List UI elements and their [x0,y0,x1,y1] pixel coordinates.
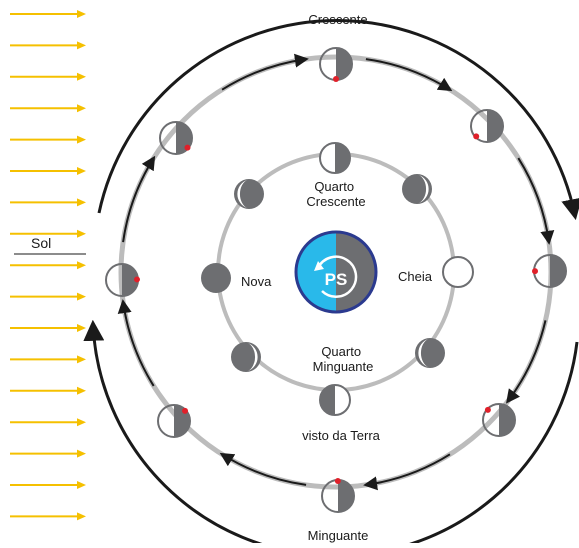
earth-facing-marker [182,407,189,414]
outer-moon [157,404,191,438]
label-quarto-crescente-line1: Quarto [314,179,354,194]
earth-facing-marker [334,478,341,485]
sun-ray-arrow [10,261,86,270]
center-earth: PS [294,230,378,314]
label-cheia: Cheia [398,269,433,284]
outer-moon [482,403,516,437]
orbit-arrows [117,53,555,491]
earth-facing-marker [484,406,491,413]
sun-ray-arrow [10,355,86,364]
inner-moon [415,338,445,368]
sun-ray-arrow [10,41,86,50]
sun-ray-arrow [10,104,86,113]
outer-moon [319,47,353,82]
sun-rays [10,10,86,521]
label-quarto-minguante: Quarto Minguante [313,344,374,374]
inner-moon [402,174,432,204]
orbit-direction-arrow [117,299,155,387]
label-quarto-minguante-line2: Minguante [313,359,374,374]
inner-moons [201,142,474,416]
outer-rotation-arrow-bottom [83,319,579,548]
orbit-direction-arrow [517,157,555,245]
sun-ray-arrow [10,135,86,144]
sun-ray-arrow [10,167,86,175]
inner-moon [231,342,261,372]
outer-moon [159,121,193,155]
outer-moon [105,263,140,297]
earth-facing-marker [333,76,339,82]
sun-ray-arrow [10,198,86,207]
inner-moon [234,179,264,209]
label-visto-da-terra: visto da Terra [302,428,381,443]
label-quarto-crescente-line2: Crescente [306,194,365,209]
label-nova: Nova [241,274,272,289]
label-quarto-minguante-line1: Quarto [321,344,361,359]
inner-moon [201,263,231,293]
label-crescente: Crescente [308,12,367,27]
orbit-direction-arrow [365,58,453,92]
outer-moon [321,478,355,513]
label-quarto-crescente: Quarto Crescente [306,179,365,209]
orbit-direction-arrow [122,155,156,243]
sun-ray-arrow [10,418,86,427]
orbit-direction-arrow [219,452,307,486]
earth-facing-marker [133,276,140,283]
orbit-direction-arrow [221,53,309,91]
sun-ray-arrow [10,481,86,489]
inner-moon [442,256,474,288]
outer-moon [470,109,504,143]
sun-ray-arrow [10,10,86,18]
center-label: PS [325,270,348,289]
inner-moon [319,142,351,174]
label-sol: Sol [31,235,51,251]
sun-ray-arrow [10,72,86,81]
earth-facing-marker [184,144,191,151]
sun-ray-arrow [10,512,86,521]
earth-facing-marker [532,268,539,275]
orbit-direction-arrow [506,320,547,404]
sun-ray-arrow [10,386,86,395]
outer-moons [105,47,567,513]
outer-rotation-arrow-top [97,19,579,221]
outer-moon [532,254,567,288]
label-minguante: Minguante [308,528,369,543]
sun-ray-arrow [10,449,86,458]
rotation-arrow-icon [316,255,358,298]
orbit-direction-arrow [363,453,451,491]
inner-moon [319,384,351,416]
sun-ray-arrow [10,324,86,332]
sun-ray-arrow [10,292,86,301]
earth-facing-marker [473,133,480,140]
sun-ray-arrow [10,229,86,238]
